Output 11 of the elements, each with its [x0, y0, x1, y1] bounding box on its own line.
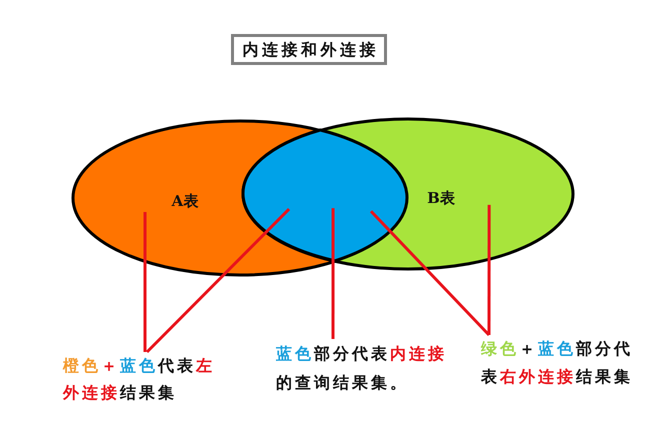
annotation-text: 蓝色部分代表内连接的查询结果集。 [276, 339, 456, 397]
annotation-text: 绿色＋蓝色部分代表右外连接结果集 [481, 335, 641, 391]
leader-line [370, 210, 490, 336]
leader-line [144, 212, 147, 352]
title: 内连接和外连接 [231, 34, 387, 65]
ellipse-label: B表 [427, 189, 455, 207]
leader-line [146, 208, 290, 354]
annotation-text: 橙色＋蓝色代表左外连接结果集 [63, 352, 223, 406]
leader-line [332, 208, 335, 339]
ellipse-label: A表 [172, 192, 198, 210]
leader-line [488, 204, 491, 335]
